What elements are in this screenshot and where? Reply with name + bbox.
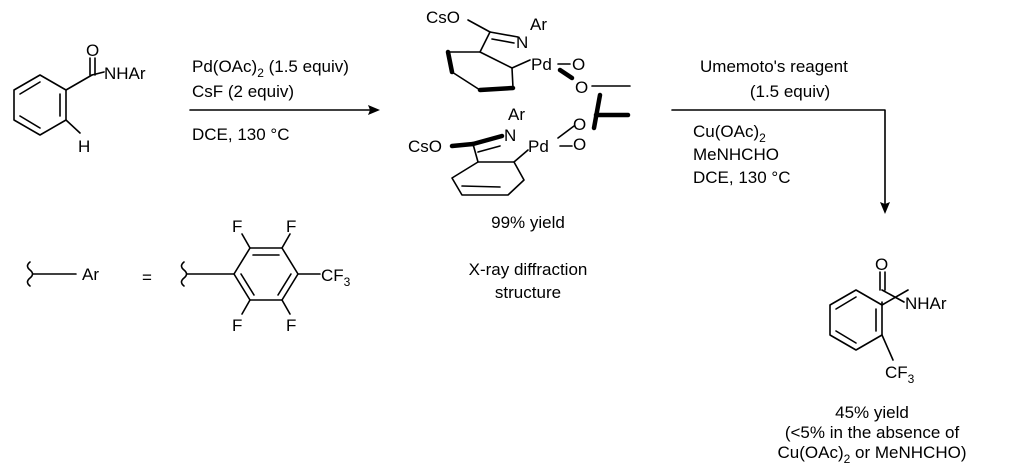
product-note-line1: (<5% in the absence of bbox=[785, 423, 960, 442]
o4: O bbox=[573, 135, 586, 154]
pd-bottom: Pd bbox=[528, 137, 549, 156]
pd-top: Pd bbox=[531, 55, 552, 74]
ar-definition: Ar = F F F F CF3 bbox=[26, 217, 351, 335]
o2: O bbox=[575, 78, 588, 97]
product-nhar: NHAr bbox=[905, 294, 947, 313]
arrow-head-icon bbox=[880, 202, 890, 214]
cso-bottom: CsO bbox=[408, 137, 442, 156]
o1: O bbox=[572, 55, 585, 74]
step2-reagent1: Umemoto's reagent bbox=[700, 57, 848, 76]
xray-note-line1: X-ray diffraction bbox=[469, 260, 588, 279]
fluorine-4: F bbox=[286, 316, 296, 335]
cf3-label: CF3 bbox=[321, 266, 351, 289]
reactant-hydrogen: H bbox=[78, 137, 90, 156]
o3: O bbox=[573, 115, 586, 134]
reactant-nhar: NHAr bbox=[104, 64, 146, 83]
equals-sign: = bbox=[142, 268, 152, 287]
ar-label: Ar bbox=[82, 265, 99, 284]
step2-reagent2: Cu(OAc)2 bbox=[693, 122, 766, 145]
reactant-oxygen: O bbox=[86, 41, 99, 60]
step2: Umemoto's reagent (1.5 equiv) Cu(OAc)2 M… bbox=[671, 57, 890, 214]
step2-reagent3: MeNHCHO bbox=[693, 145, 779, 164]
fluorine-3: F bbox=[232, 316, 242, 335]
complex-yield: 99% yield bbox=[491, 213, 565, 232]
product-yield: 45% yield bbox=[835, 403, 909, 422]
xray-note-line2: structure bbox=[495, 283, 561, 302]
arrow-head-icon bbox=[368, 105, 380, 115]
n-bottom: N bbox=[504, 126, 516, 145]
step1: Pd(OAc)2 (1.5 equiv) CsF (2 equiv) DCE, … bbox=[189, 57, 380, 144]
step1-conditions: DCE, 130 °C bbox=[192, 125, 290, 144]
ar-top: Ar bbox=[530, 15, 547, 34]
product-cf3: CF3 bbox=[885, 363, 915, 386]
palladacycle-dimer: CsO N Ar Pd O O O O Ar N Pd CsO 99% yiel bbox=[408, 8, 631, 302]
fluorine-1: F bbox=[232, 217, 242, 236]
n-top: N bbox=[516, 33, 528, 52]
fluorine-2: F bbox=[286, 217, 296, 236]
cso-top: CsO bbox=[426, 8, 460, 27]
product-oxygen: O bbox=[875, 255, 888, 274]
step1-reagent1: Pd(OAc)2 (1.5 equiv) bbox=[192, 57, 349, 80]
step1-reagent2: CsF (2 equiv) bbox=[192, 82, 294, 101]
product: O NHAr CF3 45% yield (<5% in the absence… bbox=[778, 255, 967, 464]
product-note-line2: Cu(OAc)2 or MeNHCHO) bbox=[778, 443, 967, 464]
reactant-benzamide: O NHAr H bbox=[13, 41, 146, 156]
step2-reagent1-amount: (1.5 equiv) bbox=[750, 82, 830, 101]
step2-arrow bbox=[671, 109, 886, 206]
ar-bottom: Ar bbox=[508, 105, 525, 124]
step2-conditions: DCE, 130 °C bbox=[693, 168, 791, 187]
